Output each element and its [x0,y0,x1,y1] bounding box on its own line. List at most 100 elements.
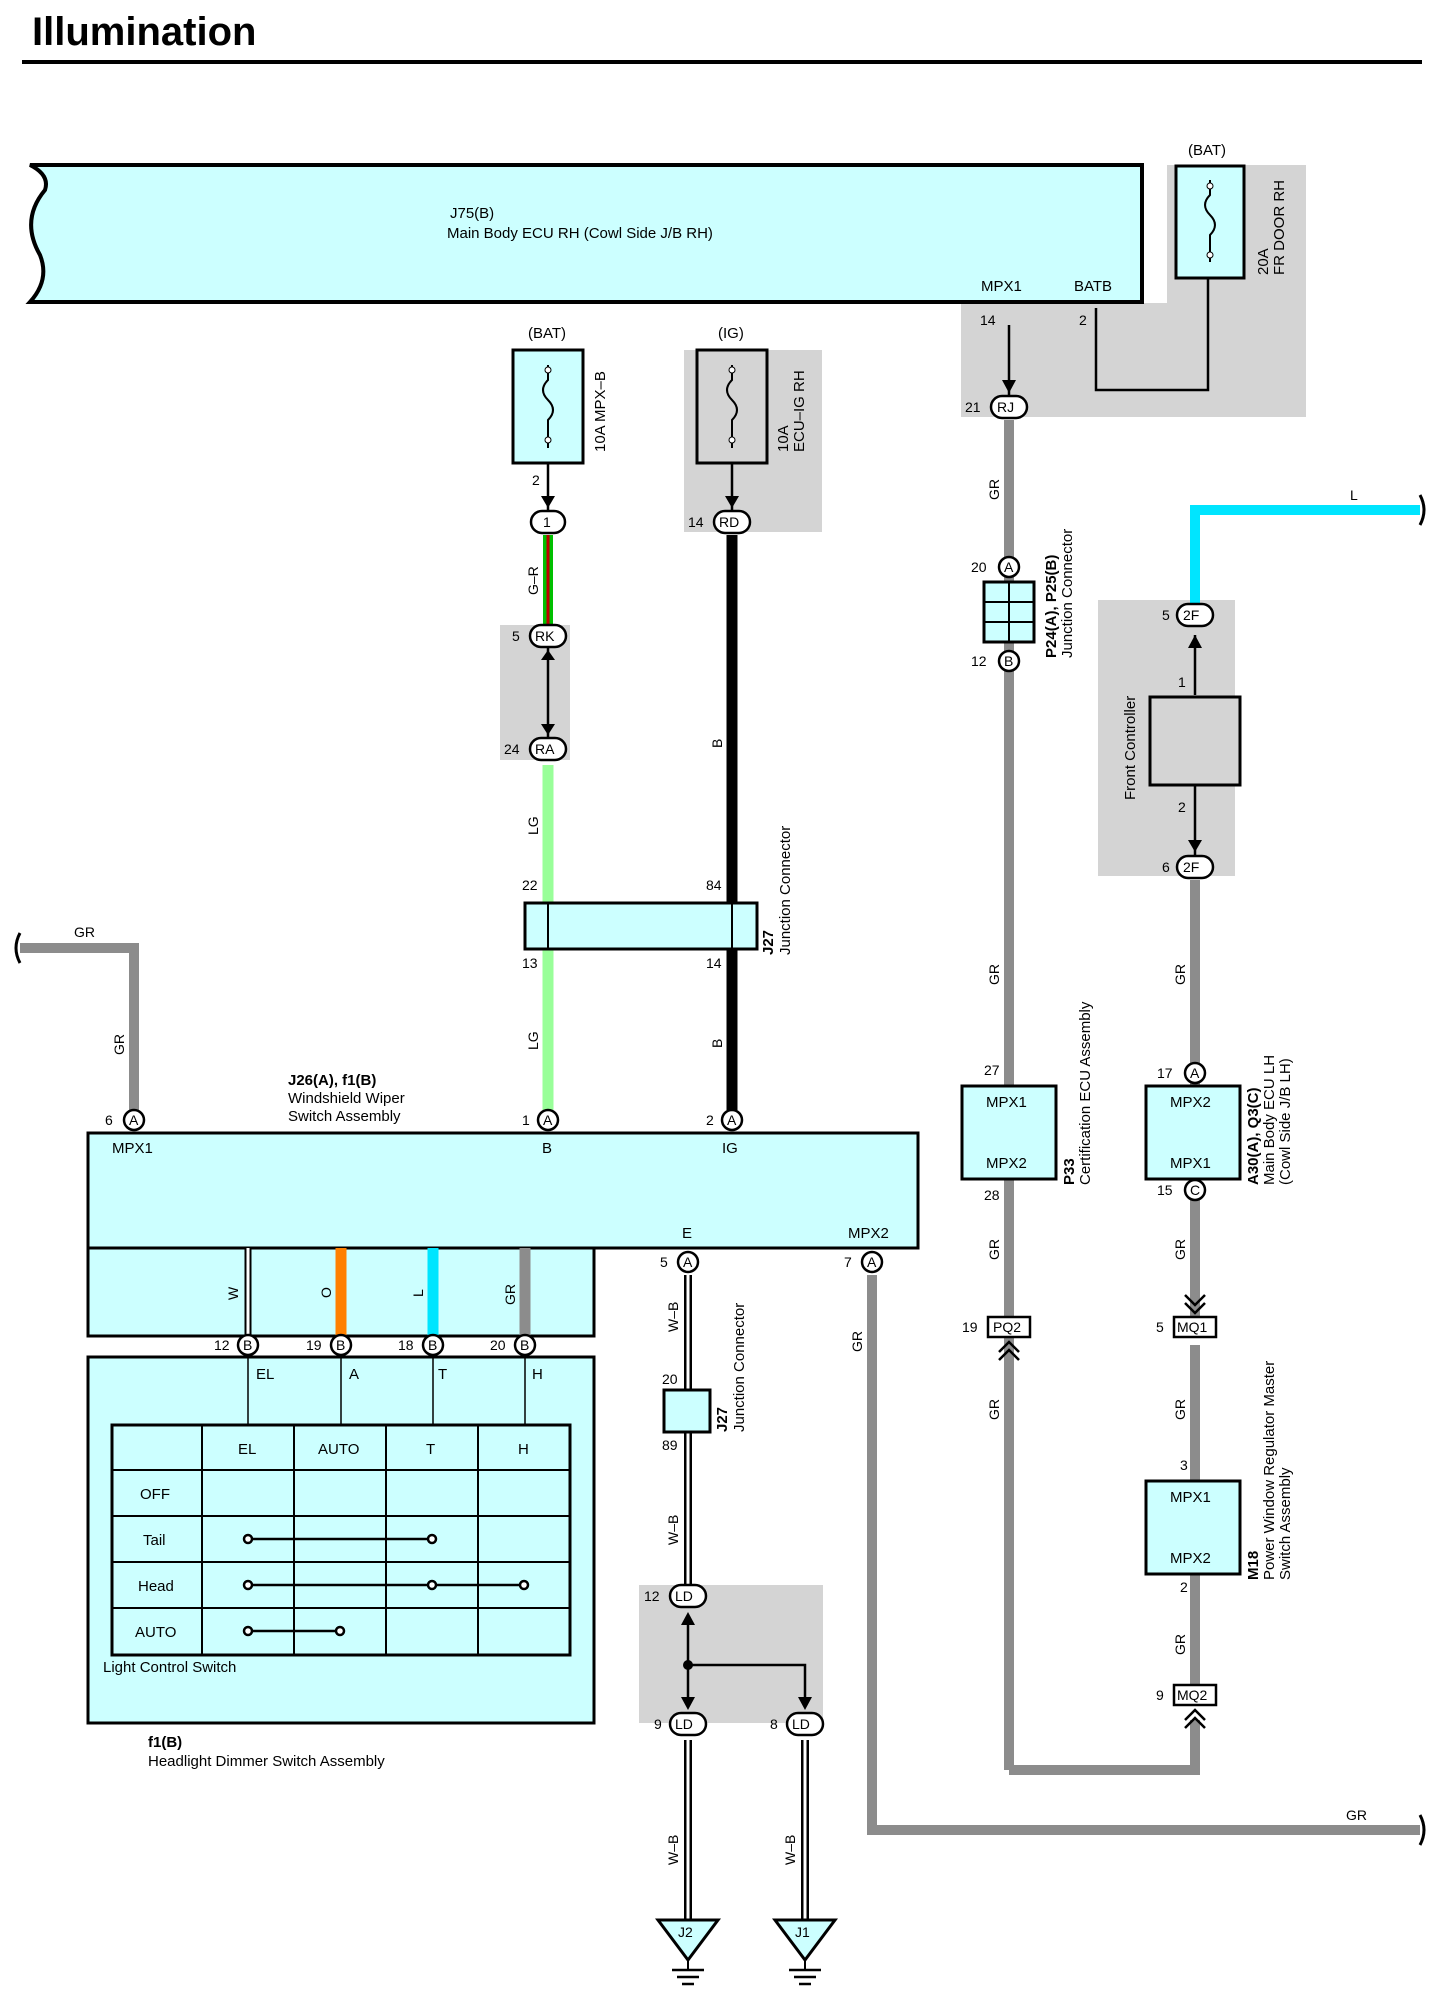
pwr-mpx2: MPX2 [1170,1550,1211,1567]
title-rule [22,60,1422,64]
switch-header: T [426,1441,435,1458]
svg-text:13: 13 [522,955,538,971]
wire-label: GR [986,964,1002,985]
svg-text:27: 27 [984,1062,1000,1078]
svg-text:A: A [543,1112,553,1128]
svg-text:8: 8 [770,1716,778,1732]
cert-mpx1: MPX1 [986,1094,1027,1111]
switch-header: EL [238,1441,256,1458]
terminal-label: T [438,1366,447,1383]
svg-text:22: 22 [522,877,538,893]
svg-text:W: W [225,1286,241,1300]
svg-text:12: 12 [644,1588,660,1604]
fuse-rating: 20A [1255,248,1272,275]
svg-text:2: 2 [532,472,540,488]
svg-text:L: L [410,1289,426,1297]
svg-text:PQ2: PQ2 [993,1319,1021,1335]
wiper-code: J26(A), f1(B) [288,1072,376,1089]
svg-text:20: 20 [971,559,987,575]
wire-label: GR [1172,1634,1188,1655]
svg-text:RA: RA [535,741,555,757]
fuse-source: (BAT) [1188,142,1226,159]
svg-text:84: 84 [706,877,722,893]
junction-p-code: P24(A), P25(B) [1043,555,1060,658]
wire-label: GR [1346,1807,1367,1823]
svg-text:1: 1 [543,514,551,530]
svg-text:21: 21 [965,399,981,415]
svg-text:14: 14 [706,955,722,971]
pwr-name2: Switch Assembly [1277,1467,1294,1580]
svg-text:6: 6 [1162,859,1170,875]
ecu-rh-batb: BATB [1074,278,1112,295]
ecu-lh-mpx1: MPX1 [1170,1155,1211,1172]
certification-ecu: 27 MPX1 MPX2 28 P33 Certification ECU As… [960,1001,1094,1361]
svg-text:19: 19 [306,1337,322,1353]
terminal-label: EL [256,1366,274,1383]
svg-text:MQ1: MQ1 [1177,1319,1208,1335]
fuse-ecu-ig: (IG) 10A ECU–IG RH [695,325,808,465]
wire-label: GR [111,1034,127,1055]
junction-j27-lower: 20 89 J27 Junction Connector [662,1303,748,1453]
svg-text:B: B [336,1337,345,1353]
wire-label: W–B [665,1515,681,1545]
pwr-mpx1: MPX1 [1170,1489,1211,1506]
svg-text:19: 19 [962,1319,978,1335]
wires [20,325,1420,1920]
cert-mpx2: MPX2 [986,1155,1027,1172]
wire-label: W–B [782,1835,798,1865]
cert-code: P33 [1061,1158,1078,1185]
ecu-rh-mpx1: MPX1 [981,278,1022,295]
wire-label: G–R [525,566,541,595]
svg-text:B: B [243,1337,252,1353]
wire-label: B [709,739,725,748]
svg-text:5: 5 [1162,607,1170,623]
page-title: Illumination [32,10,257,54]
svg-text:RK: RK [535,628,555,644]
switch-header: AUTO [318,1441,359,1458]
fuse-source: (BAT) [528,325,566,342]
wiper-name1: Windshield Wiper [288,1090,405,1107]
svg-text:O: O [318,1287,334,1298]
svg-text:20: 20 [490,1337,506,1353]
svg-text:2: 2 [1178,799,1186,815]
front-controller: Front Controller [1122,696,1139,800]
switch-code: f1(B) [148,1734,182,1751]
svg-text:LD: LD [792,1716,810,1732]
wire-label: L [1350,487,1358,503]
svg-text:GR: GR [502,1284,518,1305]
pwr-name1: Power Window Regulator Master [1261,1361,1278,1580]
junction-name1: Junction Connector [731,1303,748,1432]
switch-internal-wires: W O L GR B 12 B 19 B 18 B 20 [86,1246,596,1357]
wire-label: GR [1172,1399,1188,1420]
switch-row: AUTO [135,1624,176,1641]
svg-text:2F: 2F [1183,607,1199,623]
junction-code: J27 [760,930,777,955]
svg-text:89: 89 [662,1437,678,1453]
svg-text:LD: LD [675,1716,693,1732]
ecu-lh-mpx2: MPX2 [1170,1094,1211,1111]
svg-text:1: 1 [522,1112,530,1128]
svg-text:LD: LD [675,1588,693,1604]
svg-text:B: B [520,1337,529,1353]
junction-j27-top: 22 84 13 14 J27 Junction Connector [522,826,794,971]
svg-text:24: 24 [504,741,520,757]
wiper-b: B [542,1140,552,1157]
svg-text:14: 14 [688,514,704,530]
svg-text:9: 9 [654,1716,662,1732]
connectors: 1 2 RD 14 RK 5 RA 24 RJ 21 A 20 B 12 P2 [504,380,1242,880]
svg-text:B: B [1004,653,1013,669]
pwr-code: M18 [1245,1551,1262,1580]
wiper-mpx1: MPX1 [112,1140,153,1157]
svg-text:2: 2 [706,1112,714,1128]
wire-label: LG [525,1031,541,1050]
fuse-name: ECU–IG RH [791,370,808,452]
wire-label: W–B [665,1835,681,1865]
break-symbols [14,494,1426,1846]
svg-text:A: A [727,1112,737,1128]
svg-text:A: A [129,1112,139,1128]
wiper-mpx2: MPX2 [848,1225,889,1242]
terminal-label: A [349,1366,359,1383]
wire-labels: G–R LG LG B B GR GR GR GR GR GR L GR GR … [74,479,1367,1865]
junction-p-name: Junction Connector [1059,529,1076,658]
svg-text:5: 5 [1156,1319,1164,1335]
